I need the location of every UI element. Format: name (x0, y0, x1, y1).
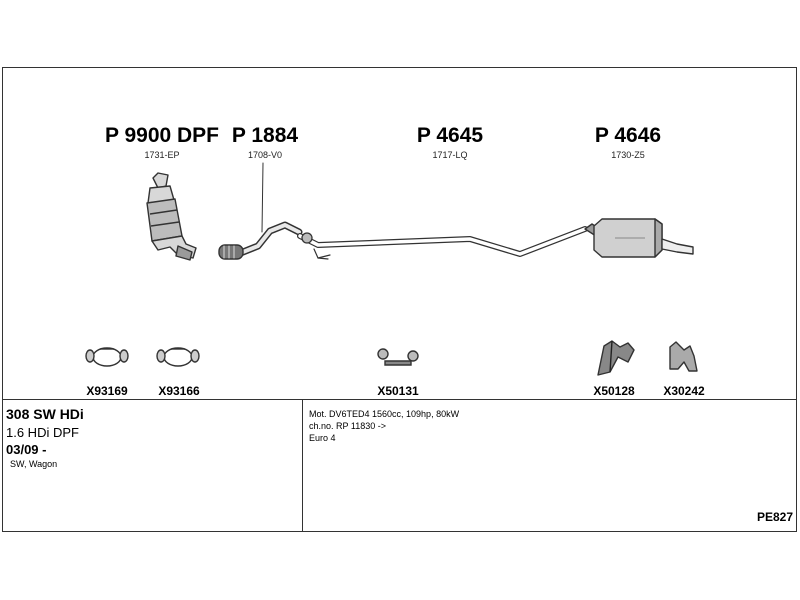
part-code-rear-silencer: 1730-Z5 (611, 150, 645, 160)
mount-x50131-drawing (377, 348, 419, 366)
vehicle-engine: 1.6 HDi DPF (6, 425, 79, 440)
part-number-front-pipe: P 1884 (231, 124, 299, 147)
diagram-frame (2, 67, 797, 532)
dpf-catalyst-drawing (146, 172, 197, 261)
accessory-label-x93169: X93169 (86, 384, 128, 398)
vehicle-body-type: SW, Wagon (10, 459, 58, 469)
part-code-middle-pipe: 1717-LQ (432, 150, 468, 160)
front-pipe-drawing (218, 162, 303, 260)
part-code-dpf: 1731-EP (144, 150, 180, 160)
part-number-rear-silencer: P 4646 (594, 124, 662, 147)
reference-number: PE827 (756, 510, 793, 524)
accessory-label-x50128: X50128 (593, 384, 635, 398)
part-code-front-pipe: 1708-V0 (247, 150, 283, 160)
middle-pipe-drawing (297, 226, 588, 260)
vehicle-model: 308 SW HDi (6, 406, 84, 422)
clamp-x93169-drawing (85, 347, 129, 367)
spec-line-emission: Euro 4 (309, 433, 336, 443)
hanger-x30242-drawing (669, 341, 698, 372)
part-number-dpf: P 9900 DPF (104, 124, 220, 147)
divider-horizontal (2, 399, 797, 400)
engine-specs: Mot. DV6TED4 1560cc, 109hp, 80kW ch.no. … (309, 408, 779, 444)
accessory-label-x93166: X93166 (158, 384, 200, 398)
accessory-label-x30242: X30242 (663, 384, 705, 398)
vehicle-date: 03/09 - (6, 442, 47, 457)
clamp-x93166-drawing (156, 347, 200, 367)
mount-x50128-drawing (597, 340, 635, 376)
spec-line-engine: Mot. DV6TED4 1560cc, 109hp, 80kW (309, 409, 460, 419)
spec-line-chassis: ch.no. RP 11830 -> (309, 421, 386, 431)
divider-vertical (302, 399, 303, 532)
part-number-middle-pipe: P 4645 (416, 124, 484, 147)
accessory-label-x50131: X50131 (377, 384, 419, 398)
rear-silencer-drawing (584, 218, 694, 258)
vehicle-info: 308 SW HDi 1.6 HDi DPF 03/09 - SW, Wagon (6, 405, 296, 471)
